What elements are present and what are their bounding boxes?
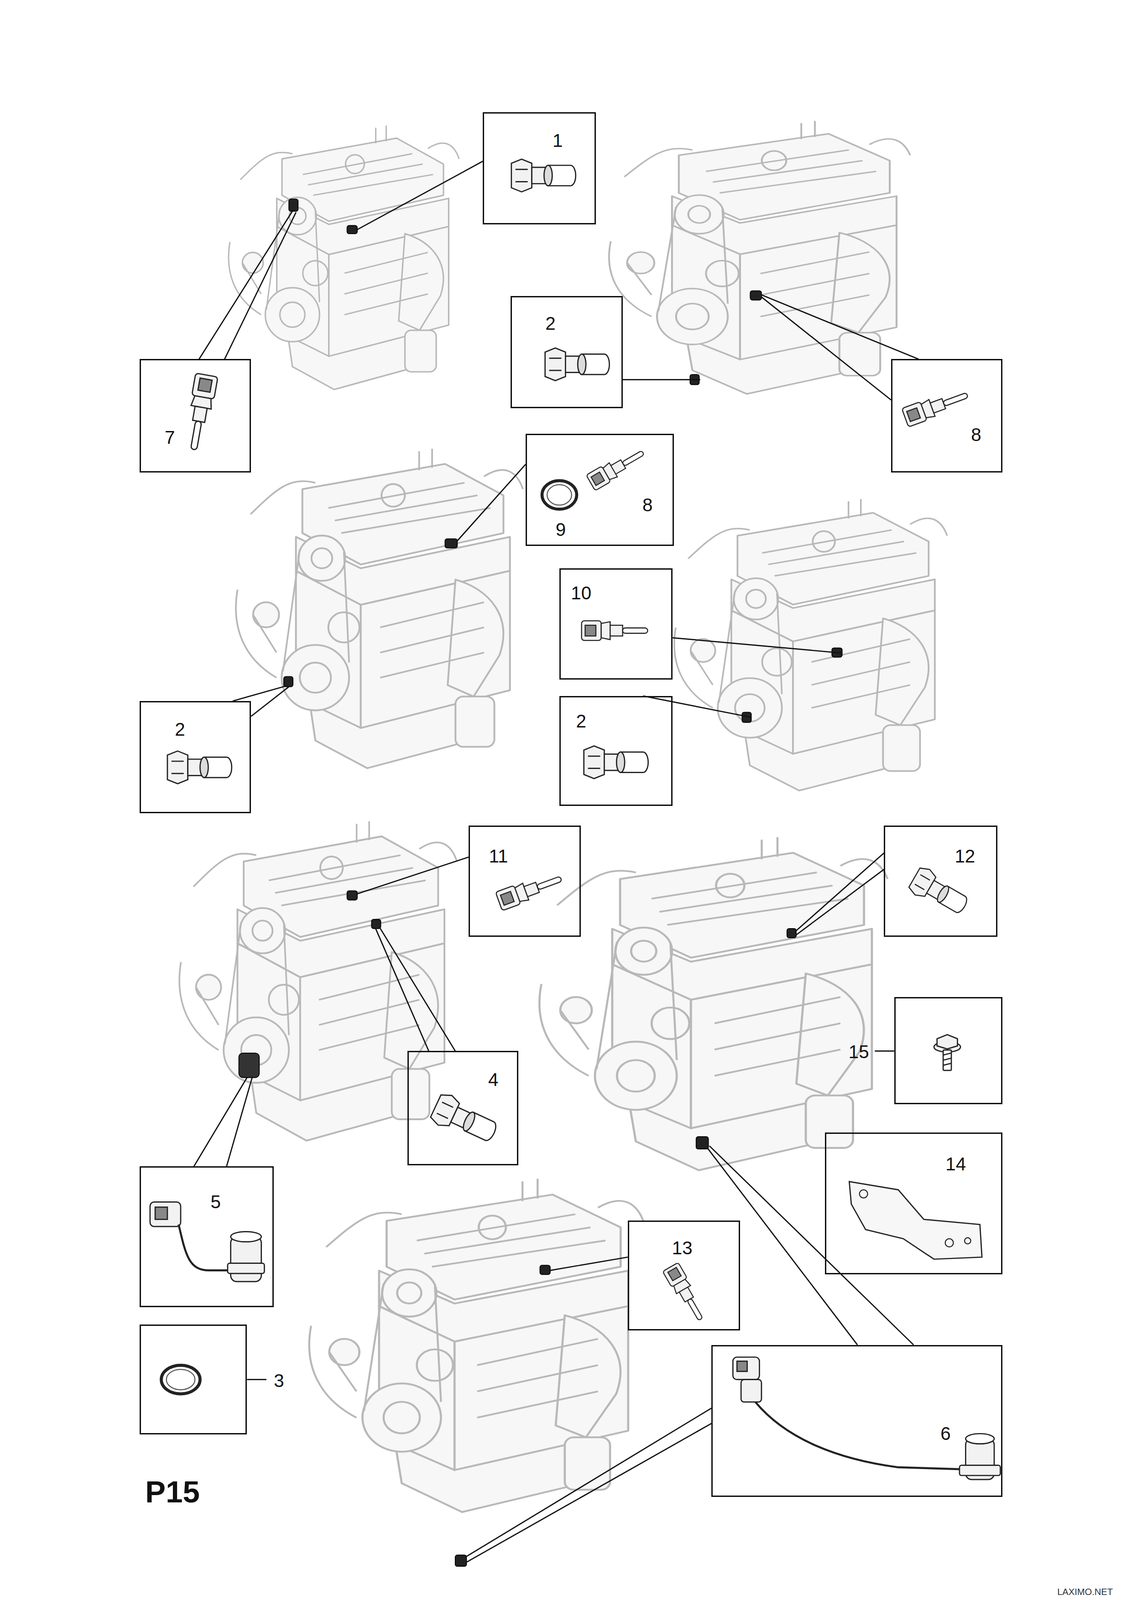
callout-box: 7 xyxy=(139,359,251,473)
callout-box: 15 xyxy=(894,997,1003,1105)
callout-box: 12 xyxy=(883,825,997,938)
callout-box: 6 xyxy=(711,1345,1003,1498)
callout-number: 2 xyxy=(174,720,185,740)
callout-number: 9 xyxy=(555,521,566,540)
callout-box: 14 xyxy=(824,1132,1003,1275)
page-code: P15 xyxy=(145,1476,200,1508)
callout-number: 8 xyxy=(642,496,653,515)
callout-box: 5 xyxy=(139,1166,274,1308)
callout-box: 11 xyxy=(468,825,581,938)
part-sketches xyxy=(150,159,1001,1481)
callout-box: 2 xyxy=(510,296,623,409)
callout-number: 15 xyxy=(848,1043,870,1062)
callout-number: 6 xyxy=(940,1425,951,1444)
callout-number: 3 xyxy=(273,1371,284,1391)
callout-number: 8 xyxy=(970,426,981,445)
callout-box: 3 xyxy=(139,1325,247,1436)
callout-box: 13 xyxy=(627,1220,741,1332)
callout-box: 8 xyxy=(891,359,1003,473)
callout-box: 1 xyxy=(482,112,596,225)
callout-number: 1 xyxy=(552,131,563,151)
callout-box: 4 xyxy=(407,1051,519,1166)
callout-number: 5 xyxy=(210,1193,221,1212)
callout-box: 2 xyxy=(139,701,251,814)
watermark: LAXIMO.NET xyxy=(1057,1587,1113,1597)
callout-box: 10 xyxy=(559,568,673,680)
callout-number: 12 xyxy=(954,847,976,866)
callout-number: 2 xyxy=(545,314,556,334)
callout-number: 13 xyxy=(672,1239,693,1258)
callout-number: 4 xyxy=(488,1071,499,1090)
callout-number: 7 xyxy=(164,428,175,448)
leader-lines xyxy=(193,161,919,1564)
callout-number: 2 xyxy=(575,712,586,731)
sensor-positions xyxy=(238,198,842,1567)
callout-number: 10 xyxy=(570,584,592,603)
callout-box: 89 xyxy=(525,433,674,547)
callout-number: 11 xyxy=(489,847,509,866)
engine-drawings xyxy=(179,120,948,1513)
callout-number: 14 xyxy=(945,1155,966,1174)
callout-box: 2 xyxy=(559,696,673,807)
